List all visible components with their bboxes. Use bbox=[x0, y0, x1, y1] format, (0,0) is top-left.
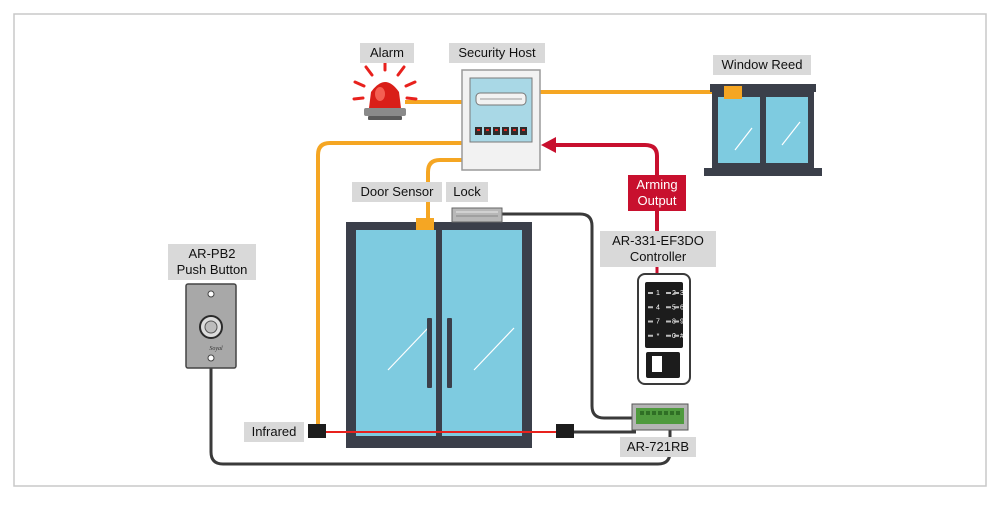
wire-host-door-sensor bbox=[426, 158, 462, 222]
push-button-model-text: AR-PB2 bbox=[188, 246, 236, 261]
window-reed-sensor bbox=[724, 86, 742, 99]
keypad-key: 4 bbox=[656, 304, 660, 311]
keypad-key: 3 bbox=[680, 290, 684, 297]
infrared-emitter-icon bbox=[308, 424, 326, 438]
push-button-brand: Soyal bbox=[209, 346, 223, 352]
keypad-key-mark bbox=[648, 334, 653, 337]
keypad-key-mark bbox=[648, 292, 653, 294]
push-button-icon bbox=[185, 283, 237, 369]
wire-lock-relay bbox=[500, 212, 632, 420]
keypad-key-mark bbox=[674, 320, 679, 323]
keypad-key-mark bbox=[666, 306, 671, 309]
push-button-word-text: Push Button bbox=[176, 262, 248, 277]
keypad-key-mark bbox=[648, 320, 653, 323]
keypad-key-mark bbox=[674, 306, 679, 309]
keypad-key-mark bbox=[674, 334, 679, 337]
keypad-key-mark bbox=[666, 320, 671, 323]
arming-output-label: Arming Output bbox=[628, 175, 686, 211]
keypad-key: # bbox=[680, 333, 684, 340]
keypad-key: 1 bbox=[656, 290, 660, 297]
keypad-key: 7 bbox=[656, 319, 660, 326]
arming-output-line-1: Arming bbox=[636, 177, 678, 192]
controller-model-text: AR-331-EF3DO bbox=[612, 233, 704, 248]
door-sensor-label: Door Sensor bbox=[352, 182, 442, 202]
arming-output-line-2: Output bbox=[637, 193, 677, 208]
wire-host-infrared bbox=[316, 141, 462, 425]
controller-label: AR-331-EF3DO Controller bbox=[600, 231, 716, 267]
keypad-key: * bbox=[657, 333, 660, 340]
keypad-key-mark bbox=[674, 292, 679, 294]
security-host bbox=[461, 69, 541, 171]
door-icon bbox=[346, 222, 532, 448]
push-button-label: AR-PB2 Push Button bbox=[168, 244, 256, 280]
infrared-receiver-icon bbox=[556, 424, 574, 438]
keypad-key-mark bbox=[666, 292, 671, 294]
controller-keypad: 123456789*0# bbox=[648, 290, 684, 340]
keypad-key-mark bbox=[666, 334, 671, 337]
lock-icon bbox=[451, 207, 503, 223]
keypad-key: 9 bbox=[680, 319, 684, 326]
window-icon bbox=[704, 84, 822, 176]
arming-arrowhead bbox=[541, 137, 556, 153]
keypad-key: 6 bbox=[680, 304, 684, 311]
controller-word-text: Controller bbox=[629, 249, 687, 264]
relay-board bbox=[631, 403, 689, 431]
door-sensor-icon bbox=[416, 218, 434, 230]
wire-arming-output bbox=[555, 143, 659, 232]
security-host-label: Security Host bbox=[449, 43, 545, 63]
lock-label: Lock bbox=[446, 182, 488, 202]
keypad-key-mark bbox=[648, 306, 653, 309]
alarm-label: Alarm bbox=[360, 43, 414, 63]
controller-device bbox=[637, 273, 691, 385]
relay-board-label: AR-721RB bbox=[620, 437, 696, 457]
window-reed-label: Window Reed bbox=[713, 55, 811, 75]
alarm-icon bbox=[352, 58, 418, 120]
infrared-label: Infrared bbox=[244, 422, 304, 442]
